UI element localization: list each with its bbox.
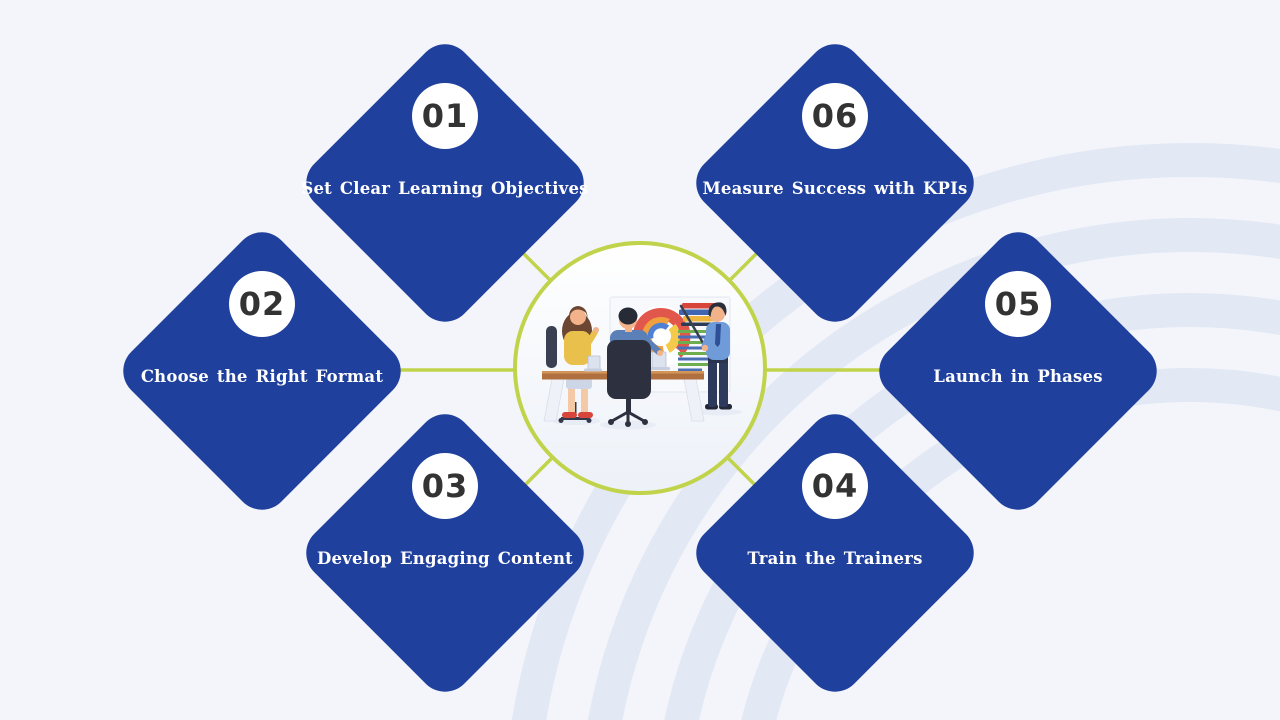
- pointer-stick: [679, 304, 708, 350]
- step-number: 01: [421, 97, 469, 135]
- step-number: 02: [238, 285, 286, 323]
- step-label: Choose the Right Format: [140, 367, 384, 386]
- seated-woman: [546, 306, 599, 423]
- step-number-circle: 02: [229, 271, 295, 337]
- seated-man: [607, 307, 663, 427]
- step-number: 04: [811, 467, 859, 505]
- step-diamond-01: 01 Set Clear Learning Objectives: [295, 33, 595, 333]
- presenter-figure: [701, 302, 732, 410]
- step-number-circle: 03: [412, 453, 478, 519]
- step-label: Develop Engaging Content: [316, 549, 573, 568]
- step-label: Train the Trainers: [747, 549, 923, 568]
- step-number-circle: 04: [802, 453, 868, 519]
- step-label: Set Clear Learning Objectives: [301, 179, 589, 198]
- step-label: Measure Success with KPIs: [702, 179, 968, 198]
- stacked-bars: [679, 303, 717, 326]
- background-arcs: [512, 143, 1280, 720]
- step-number: 05: [994, 285, 1042, 323]
- step-number: 03: [421, 467, 469, 505]
- step-label: Launch in Phases: [933, 367, 1103, 386]
- center-illustration: [542, 296, 742, 430]
- step-number-circle: 06: [802, 83, 868, 149]
- step-diamond-03: 03 Develop Engaging Content: [295, 403, 595, 703]
- step-number: 06: [811, 97, 859, 135]
- step-diamond-04: 04 Train the Trainers: [685, 403, 985, 703]
- step-diamond-06: 06 Measure Success with KPIs: [685, 33, 985, 333]
- step-diamond-05: 05 Launch in Phases: [868, 221, 1168, 521]
- step-number-circle: 05: [985, 271, 1051, 337]
- step-number-circle: 01: [412, 83, 478, 149]
- step-diamond-02: 02 Choose the Right Format: [112, 221, 412, 521]
